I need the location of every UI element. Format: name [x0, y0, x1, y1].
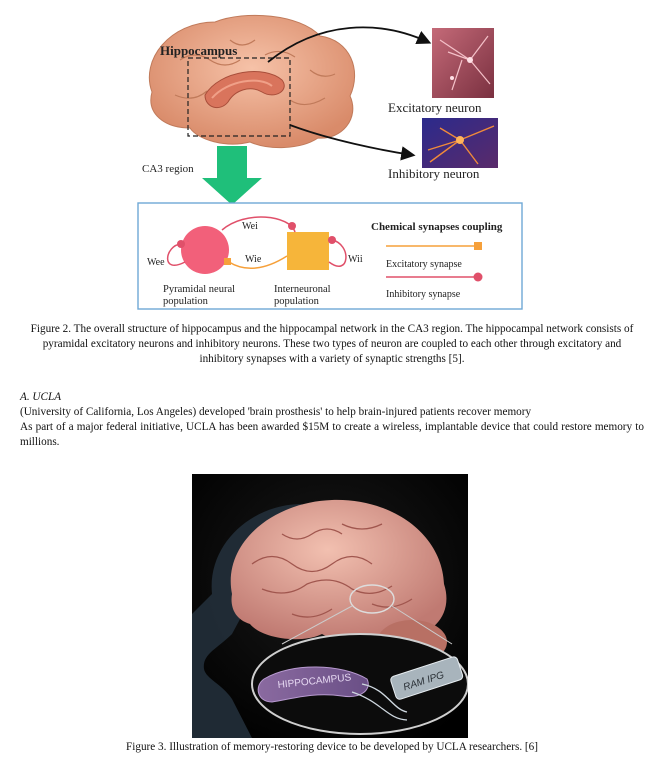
figure-3-caption: Figure 3. Illustration of memory-restori…	[126, 741, 538, 753]
figure-3-illustration: HIPPOCAMPUS RAM IPG	[192, 474, 468, 738]
ram-ipg-device: RAM IPG	[390, 656, 464, 700]
device-wire	[361, 683, 408, 713]
figure-2-diagram: Hippocampus Excitatory neuron Inhibitory…	[137, 14, 523, 310]
green-down-arrow	[202, 146, 262, 205]
zoom-circle	[349, 584, 395, 614]
inter-label-line2: population	[274, 296, 320, 307]
legend-excitatory: Excitatory synapse	[386, 259, 462, 270]
figure-3: HIPPOCAMPUS RAM IPG	[192, 474, 468, 738]
w-ie-label: Wie	[245, 254, 262, 265]
arrow-to-inhibitory	[289, 124, 416, 161]
pyramidal-label-line2: population	[163, 296, 209, 307]
inhibitory-neuron-label: Inhibitory neuron	[388, 166, 480, 181]
ca3-selection-box	[187, 57, 291, 137]
zoom-line-left	[281, 605, 353, 645]
w-ii-label: Wii	[348, 254, 363, 265]
legend-title: Chemical synapses coupling	[371, 221, 503, 233]
synapse-legend: Chemical synapses coupling Excitatory sy…	[371, 221, 503, 300]
network-diagram	[167, 216, 347, 274]
head-silhouette	[192, 504, 302, 738]
arrow-to-excitatory	[267, 26, 432, 63]
legend-inhibitory: Inhibitory synapse	[386, 289, 461, 300]
section-heading: A. UCLA	[20, 391, 62, 403]
figure-2-caption: Figure 2. The overall structure of hippo…	[30, 323, 634, 365]
inter-label-line1: Interneuronal	[274, 284, 331, 295]
paragraph-2: As part of a major federal initiative, U…	[20, 421, 644, 448]
zoom-line-right	[391, 605, 453, 645]
interneuron-population-node	[287, 232, 329, 270]
hippocampus-band	[257, 666, 369, 703]
figure-2: Hippocampus Excitatory neuron Inhibitory…	[0, 0, 664, 320]
w-ee-label: Wee	[147, 257, 165, 268]
hippocampus-label: Hippocampus	[160, 43, 237, 58]
w-ei-label: Wei	[242, 221, 258, 232]
pyramidal-population-node	[181, 226, 229, 274]
excitatory-neuron-label: Excitatory neuron	[388, 100, 482, 115]
brain-illustration	[148, 14, 355, 149]
ca3-region-label: CA3 region	[142, 163, 194, 175]
paragraph-1: (University of California, Los Angeles) …	[20, 406, 532, 418]
inhibitory-neuron-image	[422, 118, 498, 168]
excitatory-neuron-image	[432, 28, 494, 98]
pyramidal-label-line1: Pyramidal neural	[163, 284, 235, 295]
